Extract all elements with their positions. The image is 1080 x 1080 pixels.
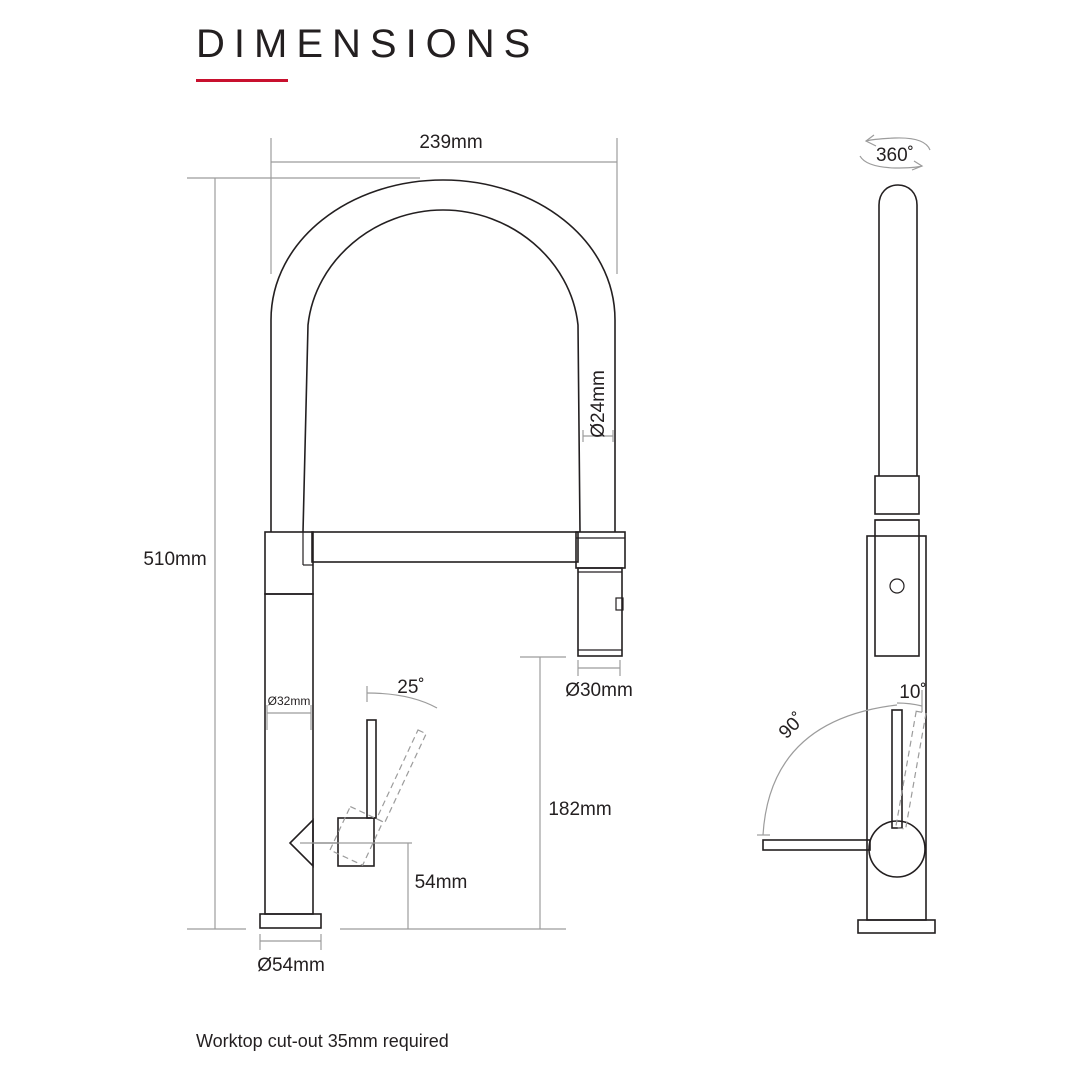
side-lever-down bbox=[762, 839, 871, 851]
handle-lever bbox=[366, 719, 377, 819]
hose-outer-outline bbox=[270, 179, 616, 532]
body-upper-block bbox=[264, 531, 314, 595]
side-spray-head bbox=[874, 519, 920, 657]
dim-height-label: 510mm bbox=[143, 549, 206, 570]
dim-side-handle-label: 10˚ bbox=[899, 682, 926, 703]
side-lever-handle bbox=[891, 709, 903, 829]
rotation-arrowhead-top bbox=[864, 134, 877, 147]
dim-width-label: 239mm bbox=[419, 132, 482, 153]
dim-side-handle-arc bbox=[896, 702, 923, 707]
dim-spout-label: Ø30mm bbox=[565, 680, 633, 701]
title-underline bbox=[196, 79, 288, 82]
spray-head bbox=[577, 567, 623, 657]
side-lever-hub bbox=[868, 820, 926, 878]
side-body bbox=[866, 535, 927, 921]
handle-tilted-ghost bbox=[329, 729, 427, 867]
footnote: Worktop cut-out 35mm required bbox=[196, 1031, 449, 1051]
side-view: 360˚ 90˚ 10˚ bbox=[757, 134, 936, 934]
dim-tilt-arc bbox=[366, 692, 438, 709]
dim-base-label: Ø54mm bbox=[257, 955, 325, 976]
body-column bbox=[264, 593, 314, 915]
front-view: 239mm 510mm Ø24mm Ø30mm Ø32mm Ø54mm 182m… bbox=[143, 132, 632, 976]
side-lever-ghost bbox=[895, 710, 927, 830]
side-base bbox=[857, 919, 936, 934]
dim-hose-label: Ø24mm bbox=[588, 370, 609, 438]
spout-arm bbox=[311, 531, 579, 563]
rotation-arrow-top bbox=[865, 137, 931, 151]
base-plate bbox=[259, 913, 322, 929]
handle-hub bbox=[337, 817, 375, 867]
side-spout bbox=[878, 184, 918, 476]
side-collar bbox=[874, 475, 920, 515]
dim-body-label: Ø32mm bbox=[268, 694, 311, 708]
dim-handle-label: 54mm bbox=[415, 872, 468, 893]
dim-clearance-label: 182mm bbox=[548, 799, 611, 820]
dim-lever-arc bbox=[762, 704, 898, 836]
rotation-label: 360˚ bbox=[876, 145, 914, 166]
dim-tilt-label: 25˚ bbox=[397, 677, 424, 698]
page-title: DIMENSIONS bbox=[196, 22, 540, 66]
side-spray-button-icon bbox=[889, 578, 905, 594]
dim-lever-label: 90˚ bbox=[775, 709, 809, 743]
hose-inner-outline bbox=[302, 209, 581, 533]
rotation-arrowhead-bottom bbox=[911, 160, 924, 171]
spray-button-icon bbox=[615, 597, 624, 611]
rotation-arrow-bottom bbox=[859, 155, 923, 169]
